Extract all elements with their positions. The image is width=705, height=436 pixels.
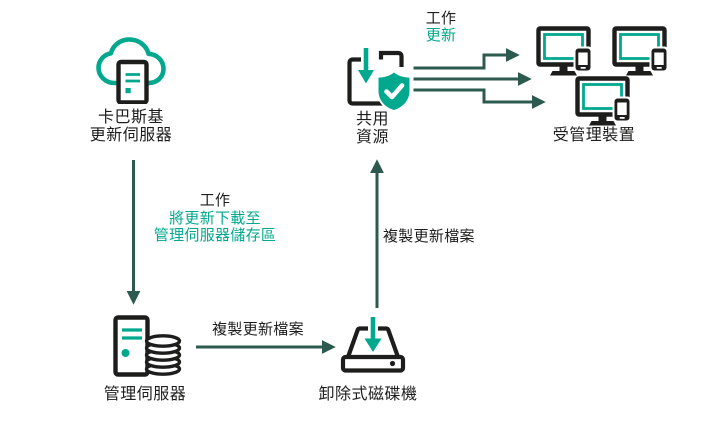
label-admin-server: 管理伺服器 [103,386,187,403]
server-database-icon [113,315,182,377]
update-task-text: 工作 更新 [406,10,476,44]
arrow-update-to-device-3 [413,88,546,109]
download-task-desc-line1: 將更新下載至 [169,209,261,227]
monitor-phone-icon [536,26,593,76]
cloud-server-icon [96,37,166,104]
label-shared-folder-line1: 共用 [356,111,390,128]
download-task-text: 工作 將更新下載至 管理伺服器儲存區 [140,192,290,245]
label-shared-folder: 共用 資源 [356,111,389,147]
shared-folder-shield-icon [347,46,412,111]
label-update-servers: 卡巴斯基 更新伺服器 [56,109,206,145]
monitor-phone-icon [612,26,669,76]
label-shared-folder-line2: 資源 [356,129,390,146]
arrow-update-to-device-1 [413,48,520,70]
update-task-title: 工作 [425,10,457,27]
update-task-subtitle: 更新 [425,26,457,44]
label-update-servers-line2: 更新伺服器 [89,127,173,144]
monitor-phone-icon [575,76,632,126]
removable-drive-icon [340,315,406,373]
label-update-servers-line1: 卡巴斯基 [97,109,164,126]
label-removable-drive: 卸除式磁碟機 [318,386,418,403]
download-task-title: 工作 [199,192,231,209]
label-managed-devices: 受管理裝置 [552,127,636,144]
copy-to-drive-label: 複製更新檔案 [212,321,304,338]
download-task-desc-line2: 管理伺服器儲存區 [153,227,277,244]
copy-to-share-label: 複製更新檔案 [383,228,475,245]
